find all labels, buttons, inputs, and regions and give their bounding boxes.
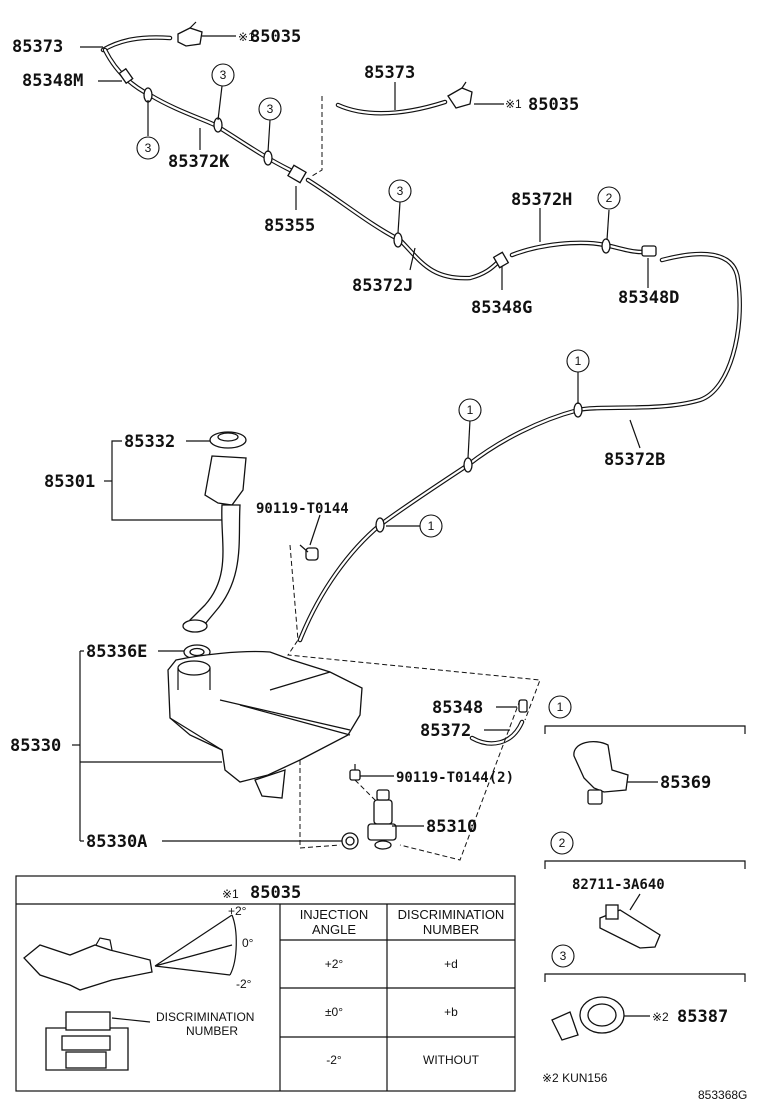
callout-stems: [147, 85, 610, 527]
label-85348M: 85348M: [22, 71, 83, 91]
svg-text:3: 3: [267, 102, 274, 116]
col2-line2: NUMBER: [423, 922, 479, 937]
figure-code: 853368G: [698, 1088, 747, 1102]
callout-1-a: 1: [566, 349, 590, 373]
label-85373-mid: 85373: [364, 63, 415, 83]
label-85301: 85301: [44, 472, 95, 492]
callout-1-b: 1: [458, 398, 482, 422]
nozzle-angle-sketch: +2° 0° -2°: [23, 904, 254, 991]
nozzle-85035-mid: [447, 81, 473, 109]
discrimination-sketch: DISCRIMINATION NUMBER: [45, 1010, 254, 1071]
leader-lines: [72, 35, 658, 1017]
label-85372H: 85372H: [511, 190, 572, 210]
row2-number: +b: [444, 1005, 458, 1019]
detail-3: 3 ※2 85387: [544, 944, 746, 1041]
hose-85372J: [305, 177, 501, 281]
callout-1-c: 1: [419, 514, 443, 538]
dashed-guides: [287, 96, 541, 861]
discrimination-label-1: DISCRIMINATION: [156, 1010, 254, 1024]
svg-text:3: 3: [145, 141, 152, 155]
label-85372K: 85372K: [168, 152, 230, 172]
callout-3-b: 3: [211, 63, 235, 87]
mark-85035-top: ※1: [238, 30, 255, 44]
svg-text:1: 1: [575, 354, 582, 368]
svg-text:3: 3: [397, 184, 404, 198]
row2-angle: ±0°: [325, 1005, 343, 1019]
hose-85372: [469, 719, 525, 746]
label-85348D: 85348D: [618, 288, 679, 308]
label-85348: 85348: [432, 698, 483, 718]
angle-zero: 0°: [242, 936, 254, 950]
mark-85035-mid: ※1: [505, 97, 522, 111]
label-85372: 85372: [420, 721, 471, 741]
discrimination-label-2: NUMBER: [186, 1024, 238, 1038]
pump-85310: [367, 789, 397, 850]
clip-85369: [573, 741, 629, 793]
label-85372B: 85372B: [604, 450, 665, 470]
bolt-90119-bottom: [349, 764, 361, 781]
svg-text:2: 2: [559, 836, 566, 850]
row1-angle: +2°: [325, 957, 344, 971]
col1-line2: ANGLE: [312, 922, 356, 937]
svg-text:3: 3: [560, 949, 567, 963]
table-title: 85035: [250, 883, 301, 903]
grommet-85330A: [341, 832, 359, 850]
label-85348G: 85348G: [471, 298, 532, 318]
nozzle-85035-top: [177, 21, 203, 47]
svg-text:1: 1: [557, 700, 564, 714]
detail-1: 1: [544, 695, 746, 805]
label-85369: 85369: [660, 773, 711, 793]
joint-85348: [518, 699, 528, 713]
label-85035-top: 85035: [250, 27, 301, 47]
footnote: ※2 KUN156: [542, 1071, 608, 1085]
cap-85332: [209, 431, 247, 449]
label-90119-top: 90119-T0144: [256, 501, 349, 517]
mark-85387: ※2: [652, 1010, 669, 1024]
svg-text:2: 2: [606, 191, 613, 205]
callout-3-c: 3: [258, 97, 282, 121]
label-85330A: 85330A: [86, 832, 147, 852]
svg-text:3: 3: [220, 68, 227, 82]
label-85035-mid: 85035: [528, 95, 579, 115]
joint-85348G: [492, 251, 510, 269]
angle-up: +2°: [228, 904, 247, 918]
label-82711: 82711-3A640: [572, 877, 665, 893]
label-85373-top: 85373: [12, 37, 63, 57]
joint-85348M: [118, 67, 134, 85]
hose-85372H: [509, 240, 645, 258]
bolt-90119-top: [299, 544, 319, 561]
inlet-85301: [182, 455, 247, 633]
label-85355: 85355: [264, 216, 315, 236]
grommet-85336E: [183, 644, 211, 660]
hose-85373-mid: [335, 99, 448, 116]
row1-number: +d: [444, 957, 458, 971]
valve-85355: [287, 164, 307, 184]
label-85310: 85310: [426, 817, 477, 837]
col2-line1: DISCRIMINATION: [398, 907, 505, 922]
label-85387: 85387: [677, 1007, 728, 1027]
svg-text:1: 1: [467, 403, 474, 417]
label-85336E: 85336E: [86, 642, 147, 662]
callout-3-a: 3: [136, 136, 160, 160]
svg-text:1: 1: [428, 519, 435, 533]
hose-85373-top: [80, 35, 173, 53]
detail-2: 2 82711-3A640: [544, 831, 746, 949]
nozzle-table: ※1 85035 INJECTION ANGLE DISCRIMINATION …: [15, 875, 516, 1092]
row3-angle: -2°: [326, 1053, 342, 1067]
joint-85348D: [641, 245, 657, 257]
label-85330: 85330: [10, 736, 61, 756]
callout-2-a: 2: [597, 186, 621, 210]
col1-line1: INJECTION: [300, 907, 369, 922]
angle-down: -2°: [236, 977, 252, 991]
row3-number: WITHOUT: [423, 1053, 480, 1067]
label-85332: 85332: [124, 432, 175, 452]
table-title-mark: ※1: [222, 887, 239, 901]
label-90119-bottom: 90119-T0144(2): [396, 770, 514, 786]
callout-3-d: 3: [388, 179, 412, 203]
tank-85330: [167, 650, 363, 799]
label-85372J: 85372J: [352, 276, 413, 296]
